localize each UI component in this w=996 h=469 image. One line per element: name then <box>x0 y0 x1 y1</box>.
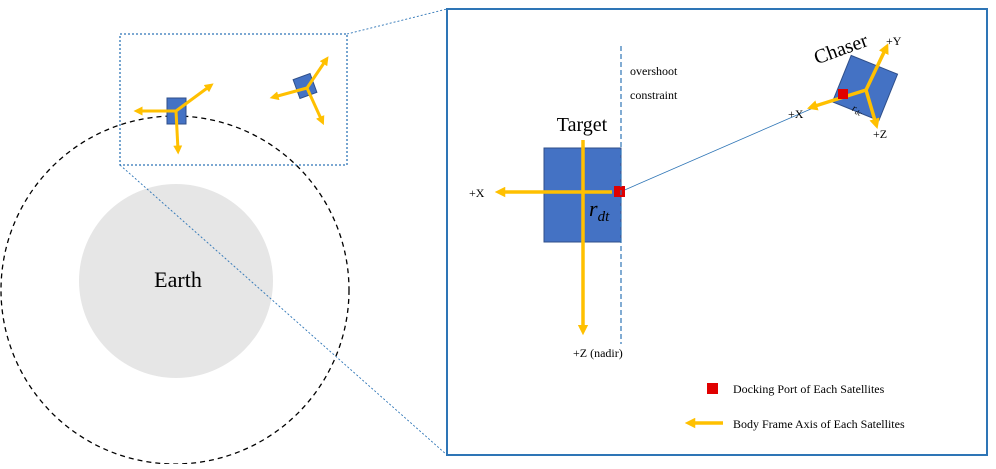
r-dc-label: rdc <box>850 103 865 118</box>
legend-docking-port-swatch <box>707 383 718 394</box>
small-chaser-y-axis <box>305 56 329 89</box>
chaser-plus-z-label: +Z <box>873 127 887 141</box>
r-dt-label: rdt <box>589 196 610 225</box>
overshoot-label-line1: overshoot <box>630 64 678 78</box>
small-chaser-satellite <box>269 56 329 126</box>
earth-disk <box>79 184 273 378</box>
small-target-y-axis <box>175 83 214 113</box>
zoom-line-bottom <box>119 164 448 456</box>
legend-axis-text: Body Frame Axis of Each Satellites <box>733 417 905 431</box>
zoom-frame <box>446 8 988 456</box>
chaser-body <box>831 54 899 122</box>
r-dc-main: r <box>850 103 858 115</box>
chaser-docking-port <box>838 89 848 99</box>
small-chaser-z-axis <box>305 87 325 126</box>
overshoot-label-line2: constraint <box>630 88 678 102</box>
chaser-plus-y-label: +Y <box>886 34 902 48</box>
target-docking-port <box>614 186 625 197</box>
zoom-region-box <box>119 33 348 166</box>
r-dt-subscript: dt <box>598 209 611 225</box>
target-satellite: Target +X +Z (nadir) rdt <box>469 114 625 360</box>
chaser-y-axis <box>864 43 889 91</box>
r-dc-subscript: dc <box>854 108 864 118</box>
chaser-z-axis <box>864 89 880 130</box>
target-label: Target <box>557 114 608 136</box>
zoom-line-top <box>346 8 448 35</box>
target-plus-x-label: +X <box>469 186 485 200</box>
small-chaser-x-axis <box>269 86 308 101</box>
legend-docking-port-text: Docking Port of Each Satellites <box>733 382 885 396</box>
small-target-z-axis <box>173 110 183 155</box>
r-dt-main: r <box>589 196 598 221</box>
earth-label: Earth <box>154 267 202 292</box>
legend: Docking Port of Each Satellites Body Fra… <box>684 382 905 431</box>
line-of-sight <box>619 94 844 193</box>
earth-orbit-view: Earth <box>0 33 350 465</box>
target-plus-z-label: +Z (nadir) <box>573 346 623 360</box>
chaser-plus-x-label: +X <box>788 107 804 121</box>
small-target-satellite <box>133 83 214 155</box>
